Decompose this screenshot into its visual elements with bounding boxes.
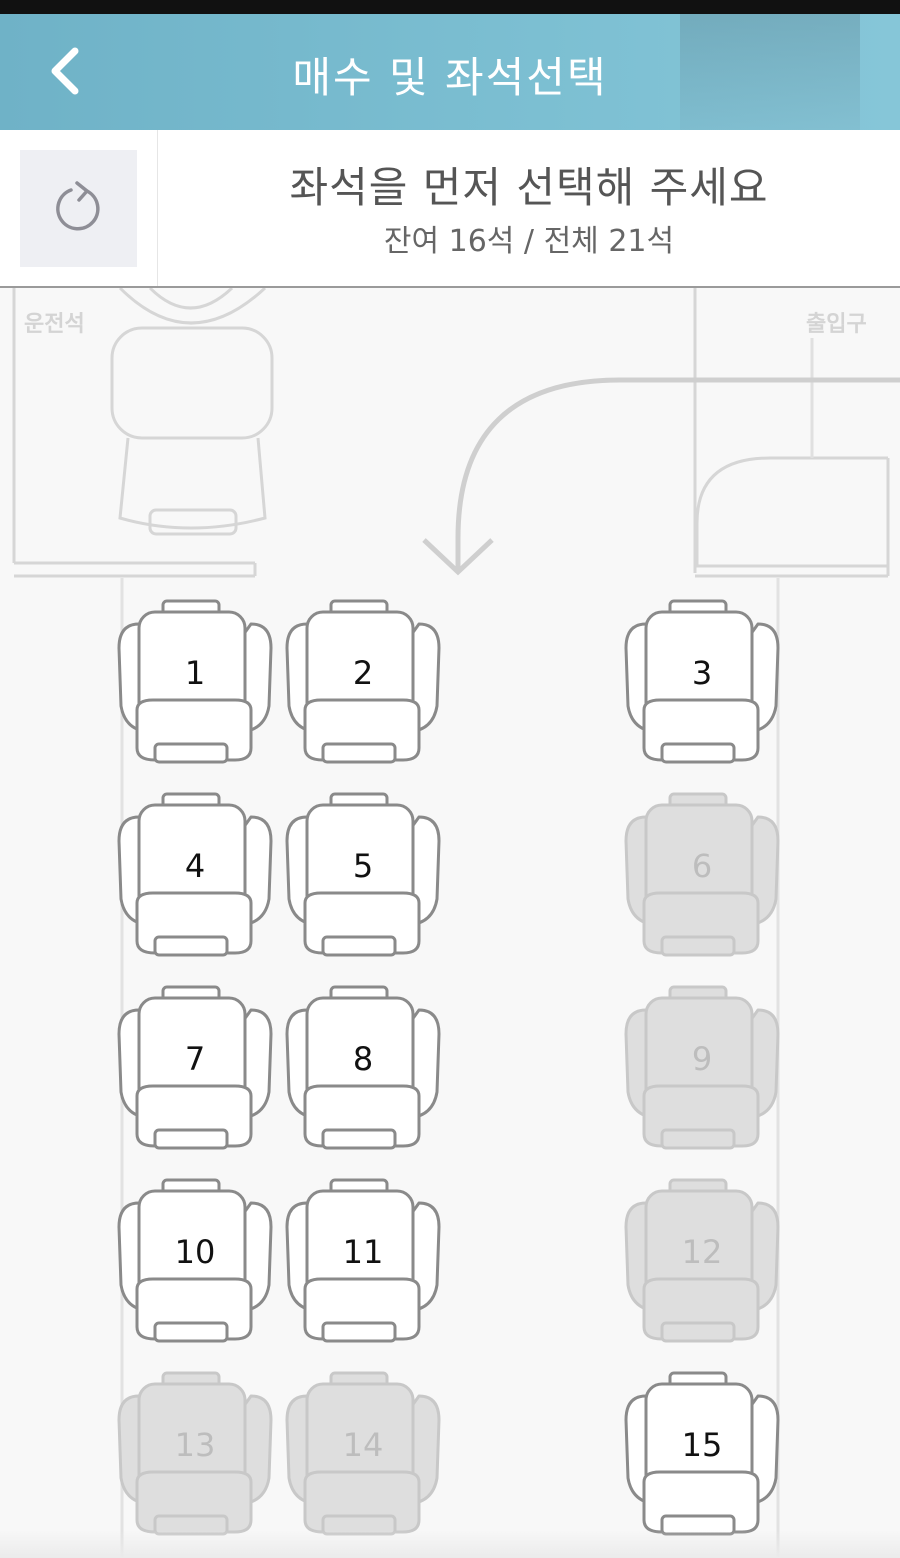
- seat-number: 3: [691, 654, 713, 692]
- seat-number: 9: [691, 1040, 713, 1078]
- info-divider: [157, 130, 158, 286]
- seat-shape: [117, 599, 273, 764]
- seat-1[interactable]: 1: [115, 598, 275, 773]
- page-title: 매수 및 좌석선택: [292, 53, 608, 102]
- status-bar: [0, 0, 900, 14]
- seat-number: 5: [352, 847, 374, 885]
- seat-number: 10: [174, 1233, 216, 1271]
- seat-shape: [117, 1178, 273, 1343]
- seat-shape: [117, 985, 273, 1150]
- seat-number: 11: [342, 1233, 384, 1271]
- seat-8[interactable]: 8: [283, 984, 443, 1159]
- seat-shape: [624, 1371, 780, 1536]
- seat-number: 6: [691, 847, 713, 885]
- seat-12: 12: [622, 1177, 782, 1352]
- seat-13: 13: [115, 1370, 275, 1545]
- header-decoration: [680, 14, 860, 130]
- seat-number: 2: [352, 654, 374, 692]
- seat-4[interactable]: 4: [115, 791, 275, 966]
- seat-10[interactable]: 10: [115, 1177, 275, 1352]
- seat-3[interactable]: 3: [622, 598, 782, 773]
- seat-9: 9: [622, 984, 782, 1159]
- bottom-fade: [0, 1530, 900, 1558]
- seat-number: 15: [681, 1426, 723, 1464]
- seat-number: 8: [352, 1040, 374, 1078]
- seat-15[interactable]: 15: [622, 1370, 782, 1545]
- seat-shape: [117, 1371, 273, 1536]
- seat-number: 14: [342, 1426, 384, 1464]
- seat-number: 12: [681, 1233, 723, 1271]
- seat-shape: [624, 985, 780, 1150]
- seat-14: 14: [283, 1370, 443, 1545]
- seat-5[interactable]: 5: [283, 791, 443, 966]
- seat-shape: [285, 792, 441, 957]
- refresh-button[interactable]: [20, 150, 137, 267]
- seat-number: 1: [184, 654, 206, 692]
- seat-shape: [285, 599, 441, 764]
- seat-number: 4: [184, 847, 206, 885]
- seat-shape: [285, 985, 441, 1150]
- seat-shape: [624, 1178, 780, 1343]
- driver-seat-label: 운전석: [24, 312, 85, 337]
- instruction-title: 좌석을 먼저 선택해 주세요: [289, 163, 769, 212]
- seat-shape: [285, 1178, 441, 1343]
- seat-number: 13: [174, 1426, 216, 1464]
- app-header: 매수 및 좌석선택: [0, 14, 900, 130]
- seat-shape: [624, 792, 780, 957]
- refresh-icon: [55, 180, 100, 230]
- seat-number: 7: [184, 1040, 206, 1078]
- seat-6: 6: [622, 791, 782, 966]
- seat-info-bar: 좌석을 먼저 선택해 주세요 잔여 16석 / 전체 21석: [0, 130, 900, 288]
- seat-2[interactable]: 2: [283, 598, 443, 773]
- seat-shape: [285, 1371, 441, 1536]
- entrance-label: 출입구: [806, 312, 867, 337]
- seat-11[interactable]: 11: [283, 1177, 443, 1352]
- chevron-left-icon: [51, 47, 79, 95]
- seat-shape: [624, 599, 780, 764]
- seat-shape: [117, 792, 273, 957]
- seat-7[interactable]: 7: [115, 984, 275, 1159]
- bus-layout-drawing: [12, 288, 900, 1558]
- back-button[interactable]: [30, 36, 100, 106]
- remaining-seat-count: 잔여 16석 / 전체 21석: [383, 224, 675, 259]
